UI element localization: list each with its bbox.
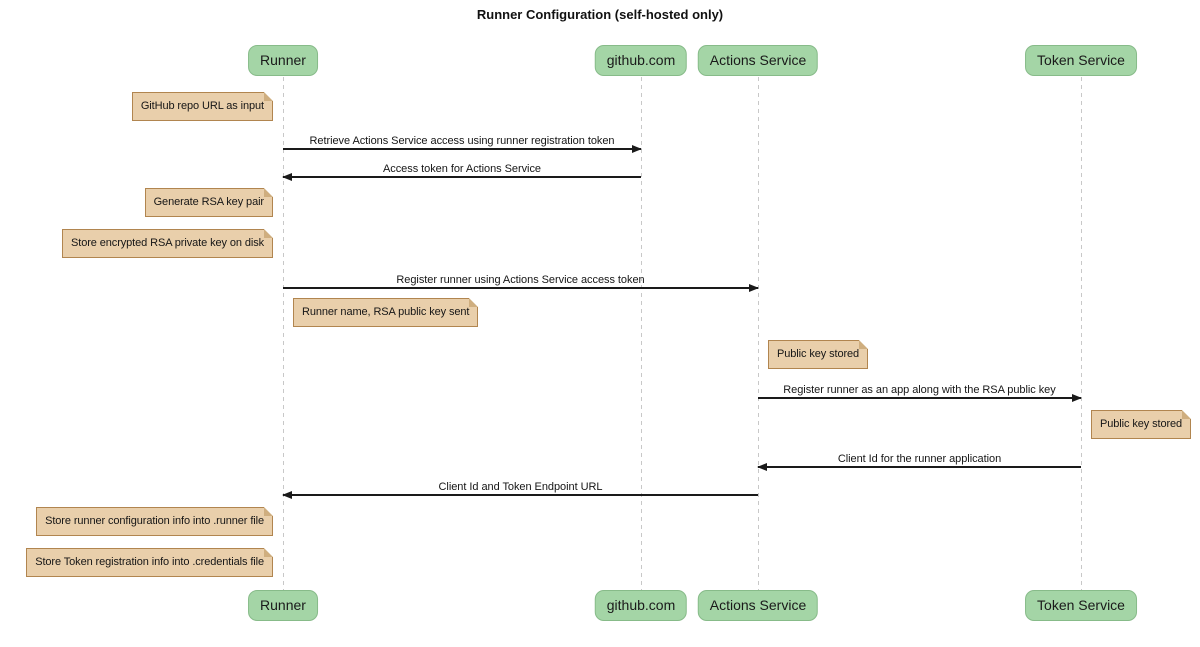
message-line xyxy=(283,148,641,150)
note-3: Store encrypted RSA private key on disk xyxy=(62,229,273,258)
actor-top-runner: Runner xyxy=(248,45,318,76)
note-6: Public key stored xyxy=(1091,410,1192,439)
lifeline-token-service xyxy=(1080,77,1082,591)
message-5: Client Id for the runner application xyxy=(757,450,1081,471)
arrowhead-icon xyxy=(282,172,292,181)
arrowhead-icon xyxy=(1072,393,1082,402)
arrowhead-icon xyxy=(632,144,642,153)
note-2: Generate RSA key pair xyxy=(144,188,274,217)
note-4: Runner name, RSA public key sent xyxy=(293,298,479,327)
message-line xyxy=(758,466,1081,468)
note-label: Store Token registration info into .cred… xyxy=(35,556,264,568)
message-6: Client Id and Token Endpoint URL xyxy=(282,478,758,499)
message-3: Register runner using Actions Service ac… xyxy=(283,271,759,292)
message-line xyxy=(758,397,1081,399)
diagram-title: Runner Configuration (self-hosted only) xyxy=(476,7,724,22)
actor-top-actions-service: Actions Service xyxy=(697,45,819,76)
note-8: Store Token registration info into .cred… xyxy=(26,548,273,577)
lifeline-actions-service xyxy=(757,77,759,591)
actor-bottom-token-service: Token Service xyxy=(1025,590,1137,621)
note-label: Runner name, RSA public key sent xyxy=(302,306,470,318)
message-label: Retrieve Actions Service access using ru… xyxy=(309,134,615,147)
note-label: Public key stored xyxy=(1100,418,1183,430)
lifeline-github-com xyxy=(640,77,642,591)
message-label: Access token for Actions Service xyxy=(383,162,541,175)
note-label: Public key stored xyxy=(777,348,860,360)
message-1: Retrieve Actions Service access using ru… xyxy=(283,132,642,153)
message-label: Register runner using Actions Service ac… xyxy=(396,273,645,286)
message-line xyxy=(283,176,641,178)
message-label: Register runner as an app along with the… xyxy=(783,383,1056,396)
note-1: GitHub repo URL as input xyxy=(131,92,274,121)
note-5: Public key stored xyxy=(768,340,869,369)
message-line xyxy=(283,287,758,289)
message-4: Register runner as an app along with the… xyxy=(758,381,1082,402)
note-label: Store encrypted RSA private key on disk xyxy=(71,237,264,249)
message-2: Access token for Actions Service xyxy=(282,160,641,181)
actor-bottom-runner: Runner xyxy=(248,590,318,621)
actor-bottom-actions-service: Actions Service xyxy=(697,590,819,621)
actor-bottom-github-com: github.com xyxy=(594,590,688,621)
message-label: Client Id for the runner application xyxy=(837,452,1002,465)
note-label: Generate RSA key pair xyxy=(153,196,265,208)
lifeline-runner xyxy=(282,77,284,591)
note-7: Store runner configuration info into .ru… xyxy=(36,507,273,536)
note-label: GitHub repo URL as input xyxy=(140,100,264,112)
message-label: Client Id and Token Endpoint URL xyxy=(438,480,603,493)
arrowhead-icon xyxy=(757,462,767,471)
note-label: Store runner configuration info into .ru… xyxy=(45,515,264,527)
arrowhead-icon xyxy=(282,490,292,499)
message-line xyxy=(283,494,758,496)
actor-top-github-com: github.com xyxy=(594,45,688,76)
arrowhead-icon xyxy=(749,283,759,292)
actor-top-token-service: Token Service xyxy=(1025,45,1137,76)
